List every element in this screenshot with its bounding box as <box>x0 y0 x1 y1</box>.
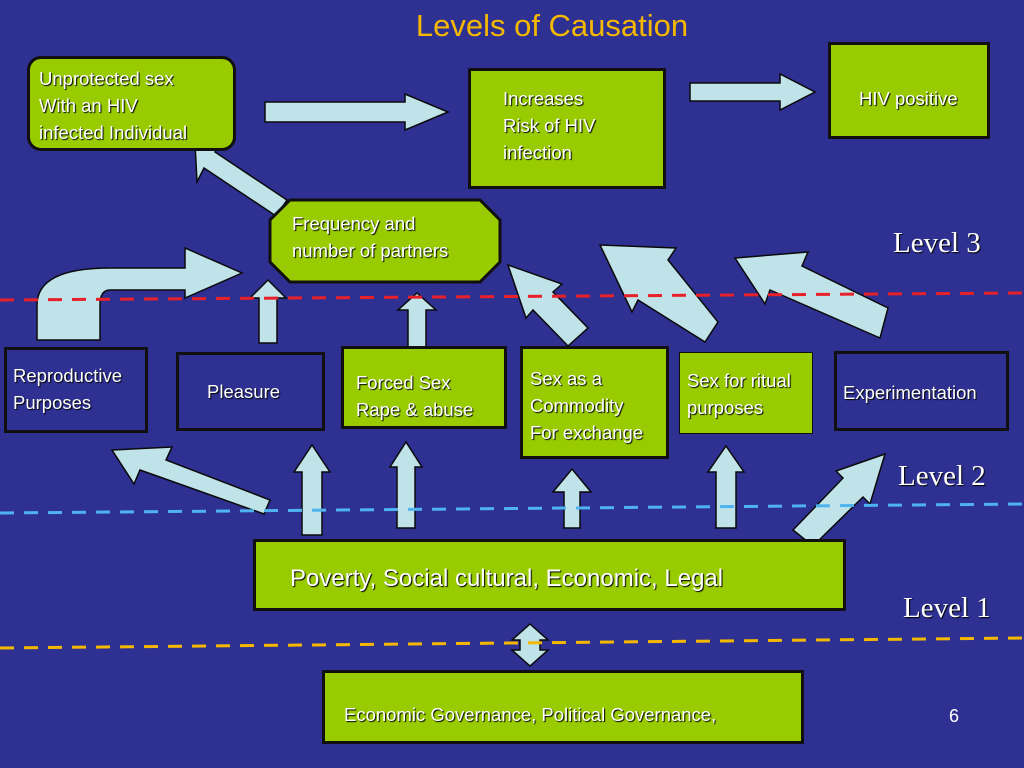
frequency-octagon <box>268 198 502 284</box>
arrow-risk-to-hiv <box>689 72 817 112</box>
arrow-poverty-to-reproductive <box>110 446 271 515</box>
arrow-reproductive-to-frequency <box>36 246 244 341</box>
node-experimentation: Experimentation <box>834 351 1009 431</box>
arrow-poverty-to-commodity <box>551 467 593 529</box>
node-frequency-partners: Frequency and number of partners <box>292 213 449 261</box>
node-sex-ritual: Sex for ritual purposes <box>679 352 813 434</box>
level1-dashed-line <box>0 636 1024 650</box>
page-number: 6 <box>949 706 960 726</box>
node-hiv-positive: HIV positive <box>828 42 990 139</box>
node-forced-sex: Forced Sex Rape & abuse <box>341 346 507 429</box>
level1-label: Level 1 <box>903 592 991 624</box>
arrow-experimentation-to-frequency <box>733 251 889 340</box>
node-governance: Economic Governance, Political Governanc… <box>322 670 804 744</box>
arrow-unprotected-to-risk <box>264 92 450 132</box>
node-unprotected-sex: Unprotected sex With an HIV infected Ind… <box>27 56 236 151</box>
arrow-poverty-governance <box>510 622 550 668</box>
arrow-commodity-to-frequency <box>506 263 590 348</box>
arrow-poverty-to-experimentation <box>791 452 887 548</box>
level2-dashed-line <box>0 502 1024 515</box>
arrow-pleasure-to-frequency <box>248 278 288 344</box>
node-increases-risk: Increases Risk of HIV infection <box>468 68 666 189</box>
node-poverty: Poverty, Social cultural, Economic, Lega… <box>253 539 846 611</box>
slide-title: Levels of Causation <box>415 8 689 43</box>
node-reproductive: Reproductive Purposes <box>4 347 148 433</box>
level2-label: Level 2 <box>898 460 986 492</box>
level3-label: Level 3 <box>893 227 981 259</box>
arrow-poverty-to-pleasure <box>292 443 332 536</box>
node-pleasure: Pleasure <box>176 352 325 431</box>
node-sex-commodity: Sex as a Commodity For exchange <box>520 346 669 459</box>
arrow-ritual-to-frequency <box>598 244 719 344</box>
level3-dashed-line <box>0 291 1024 302</box>
arrow-poverty-to-forced <box>388 440 424 529</box>
arrow-poverty-to-ritual <box>706 444 746 529</box>
